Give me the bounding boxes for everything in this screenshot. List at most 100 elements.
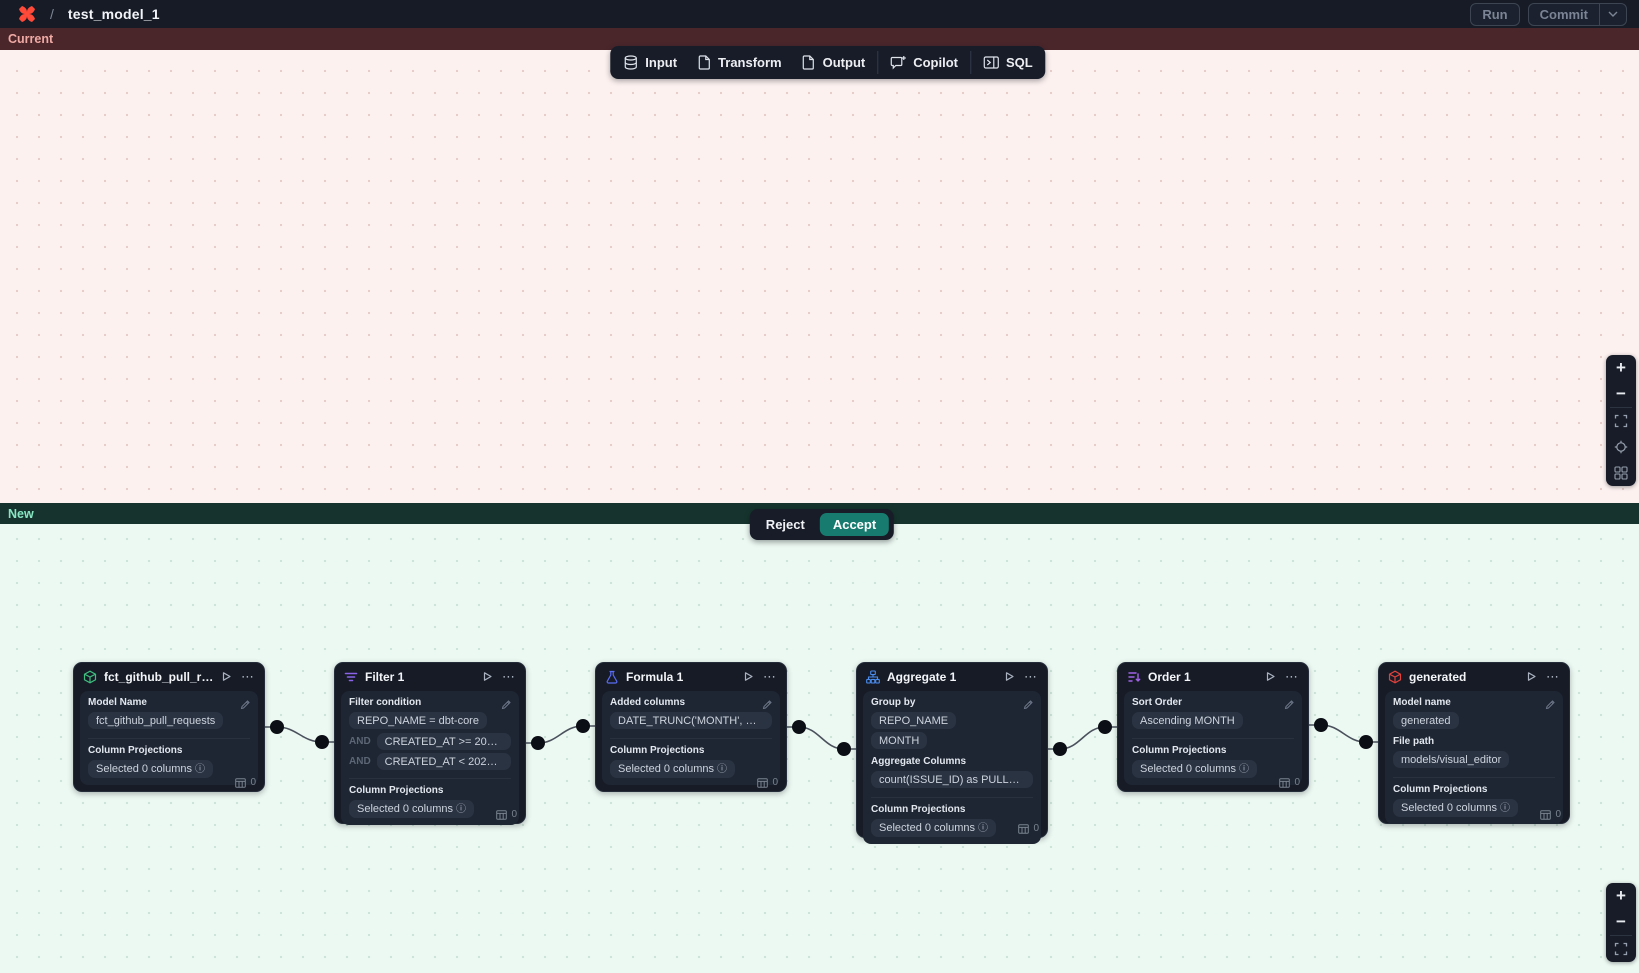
current-version-banner: Current: [0, 28, 1639, 50]
field-label: Column Projections: [1132, 745, 1227, 756]
sort-order-pill[interactable]: Ascending MONTH: [1132, 712, 1243, 729]
sql-panel-icon: [983, 56, 999, 69]
row-count[interactable]: 0: [496, 809, 517, 820]
sql-panel-button[interactable]: SQL: [973, 46, 1043, 79]
row-count[interactable]: 0: [1279, 777, 1300, 788]
condition-pill[interactable]: CREATED_AT >= 2024-12-01: [376, 733, 511, 750]
node-title: Formula 1: [626, 669, 684, 684]
condition-pill[interactable]: REPO_NAME = dbt-core: [349, 712, 487, 729]
tidy-layout-button[interactable]: [1606, 460, 1636, 486]
node-menu-icon[interactable]: ⋯: [502, 668, 516, 684]
accept-button[interactable]: Accept: [819, 513, 890, 536]
row-count[interactable]: 0: [1540, 809, 1561, 820]
edit-icon[interactable]: [501, 697, 512, 715]
locate-target-button[interactable]: [1606, 434, 1636, 460]
node-menu-icon[interactable]: ⋯: [1285, 668, 1299, 684]
field-label: Column Projections: [871, 804, 966, 815]
connection-port[interactable]: [1359, 735, 1373, 749]
reject-button[interactable]: Reject: [765, 517, 805, 532]
field-label: Filter condition: [349, 697, 422, 708]
divider: [349, 778, 511, 779]
connection-port[interactable]: [1314, 718, 1328, 732]
connection-port[interactable]: [1098, 720, 1112, 734]
node-header: Order 1 ⋯: [1118, 663, 1308, 690]
node-menu-icon[interactable]: ⋯: [1546, 668, 1560, 684]
node-menu-icon[interactable]: ⋯: [1024, 668, 1038, 684]
add-output-button[interactable]: Output: [792, 46, 876, 79]
run-node-icon[interactable]: [482, 671, 493, 682]
run-button[interactable]: Run: [1470, 2, 1520, 26]
node-title: fct_github_pull_requests: [104, 669, 214, 684]
node-formula-1[interactable]: Formula 1 ⋯ Added columns DATE_TRUNC('MO…: [595, 662, 787, 792]
aggregate-pill[interactable]: count(ISSUE_ID) as PULL_REQUEST_...: [871, 771, 1033, 788]
connection-port[interactable]: [315, 735, 329, 749]
node-filter-1[interactable]: Filter 1 ⋯ Filter condition REPO_NAME = …: [334, 662, 526, 825]
table-icon: [235, 777, 247, 788]
node-menu-icon[interactable]: ⋯: [763, 668, 777, 684]
run-node-icon[interactable]: [1004, 671, 1015, 682]
commit-button[interactable]: Commit: [1527, 2, 1627, 26]
connection-port[interactable]: [837, 742, 851, 756]
divider: [1393, 777, 1555, 778]
connection-port[interactable]: [576, 719, 590, 733]
divider: [610, 738, 772, 739]
field-label: Model Name: [88, 697, 147, 708]
run-node-icon[interactable]: [1526, 671, 1537, 682]
zoom-in-button[interactable]: +: [1616, 358, 1626, 377]
file-path-pill[interactable]: models/visual_editor: [1393, 751, 1510, 768]
dbt-logo[interactable]: [18, 5, 36, 23]
run-node-icon[interactable]: [221, 671, 232, 682]
node-menu-icon[interactable]: ⋯: [241, 668, 255, 684]
node-header: Formula 1 ⋯: [596, 663, 786, 690]
node-fct-github-pull-requests[interactable]: fct_github_pull_requests ⋯ Model Name fc…: [73, 662, 265, 792]
connection-port[interactable]: [531, 736, 545, 750]
node-body: Sort Order Ascending MONTH Column Projec…: [1124, 691, 1302, 785]
node-generated[interactable]: generated ⋯ Model name generated File pa…: [1378, 662, 1570, 824]
current-canvas[interactable]: [0, 50, 1639, 503]
field-label: Column Projections: [610, 745, 705, 756]
database-icon: [624, 55, 637, 70]
zoom-in-button[interactable]: +: [1616, 886, 1626, 905]
connection-port[interactable]: [1053, 742, 1067, 756]
copilot-button[interactable]: Copilot: [880, 46, 968, 79]
add-input-button[interactable]: Input: [613, 46, 687, 79]
formula-pill[interactable]: DATE_TRUNC('MONTH', CREATED_AT...: [610, 712, 772, 729]
edit-icon[interactable]: [1023, 697, 1034, 715]
connection-port[interactable]: [270, 720, 284, 734]
node-title: Filter 1: [365, 669, 405, 684]
row-count[interactable]: 0: [757, 777, 778, 788]
zoom-out-button[interactable]: −: [1616, 912, 1626, 931]
model-name-pill[interactable]: generated: [1393, 712, 1459, 729]
node-aggregate-1[interactable]: Aggregate 1 ⋯ Group by REPO_NAME MONTH A…: [856, 662, 1048, 844]
row-count[interactable]: 0: [1018, 823, 1039, 834]
zoom-out-button[interactable]: −: [1616, 384, 1626, 403]
info-icon: ⓘ: [717, 763, 727, 775]
commit-chevron-down-icon[interactable]: [1599, 3, 1626, 25]
group-by-pill[interactable]: MONTH: [871, 732, 928, 749]
field-label: Group by: [871, 697, 916, 708]
commit-label[interactable]: Commit: [1539, 6, 1588, 22]
edit-icon[interactable]: [240, 697, 251, 715]
condition-pill[interactable]: CREATED_AT < 2025-03-01: [376, 753, 511, 770]
run-node-icon[interactable]: [743, 671, 754, 682]
connection-port[interactable]: [792, 720, 806, 734]
and-operator: AND: [349, 756, 371, 767]
value-pill[interactable]: fct_github_pull_requests: [88, 712, 224, 729]
fit-view-button[interactable]: [1606, 936, 1636, 962]
edit-icon[interactable]: [1545, 697, 1556, 715]
node-order-1[interactable]: Order 1 ⋯ Sort Order Ascending MONTH Col…: [1117, 662, 1309, 792]
run-node-icon[interactable]: [1265, 671, 1276, 682]
add-transform-button[interactable]: Transform: [687, 46, 792, 79]
group-by-pill[interactable]: REPO_NAME: [871, 712, 957, 729]
field-label: Model name: [1393, 697, 1451, 708]
row-count[interactable]: 0: [235, 777, 256, 788]
edit-icon[interactable]: [762, 697, 773, 715]
fit-view-button[interactable]: [1606, 408, 1636, 434]
edit-icon[interactable]: [1284, 697, 1295, 715]
